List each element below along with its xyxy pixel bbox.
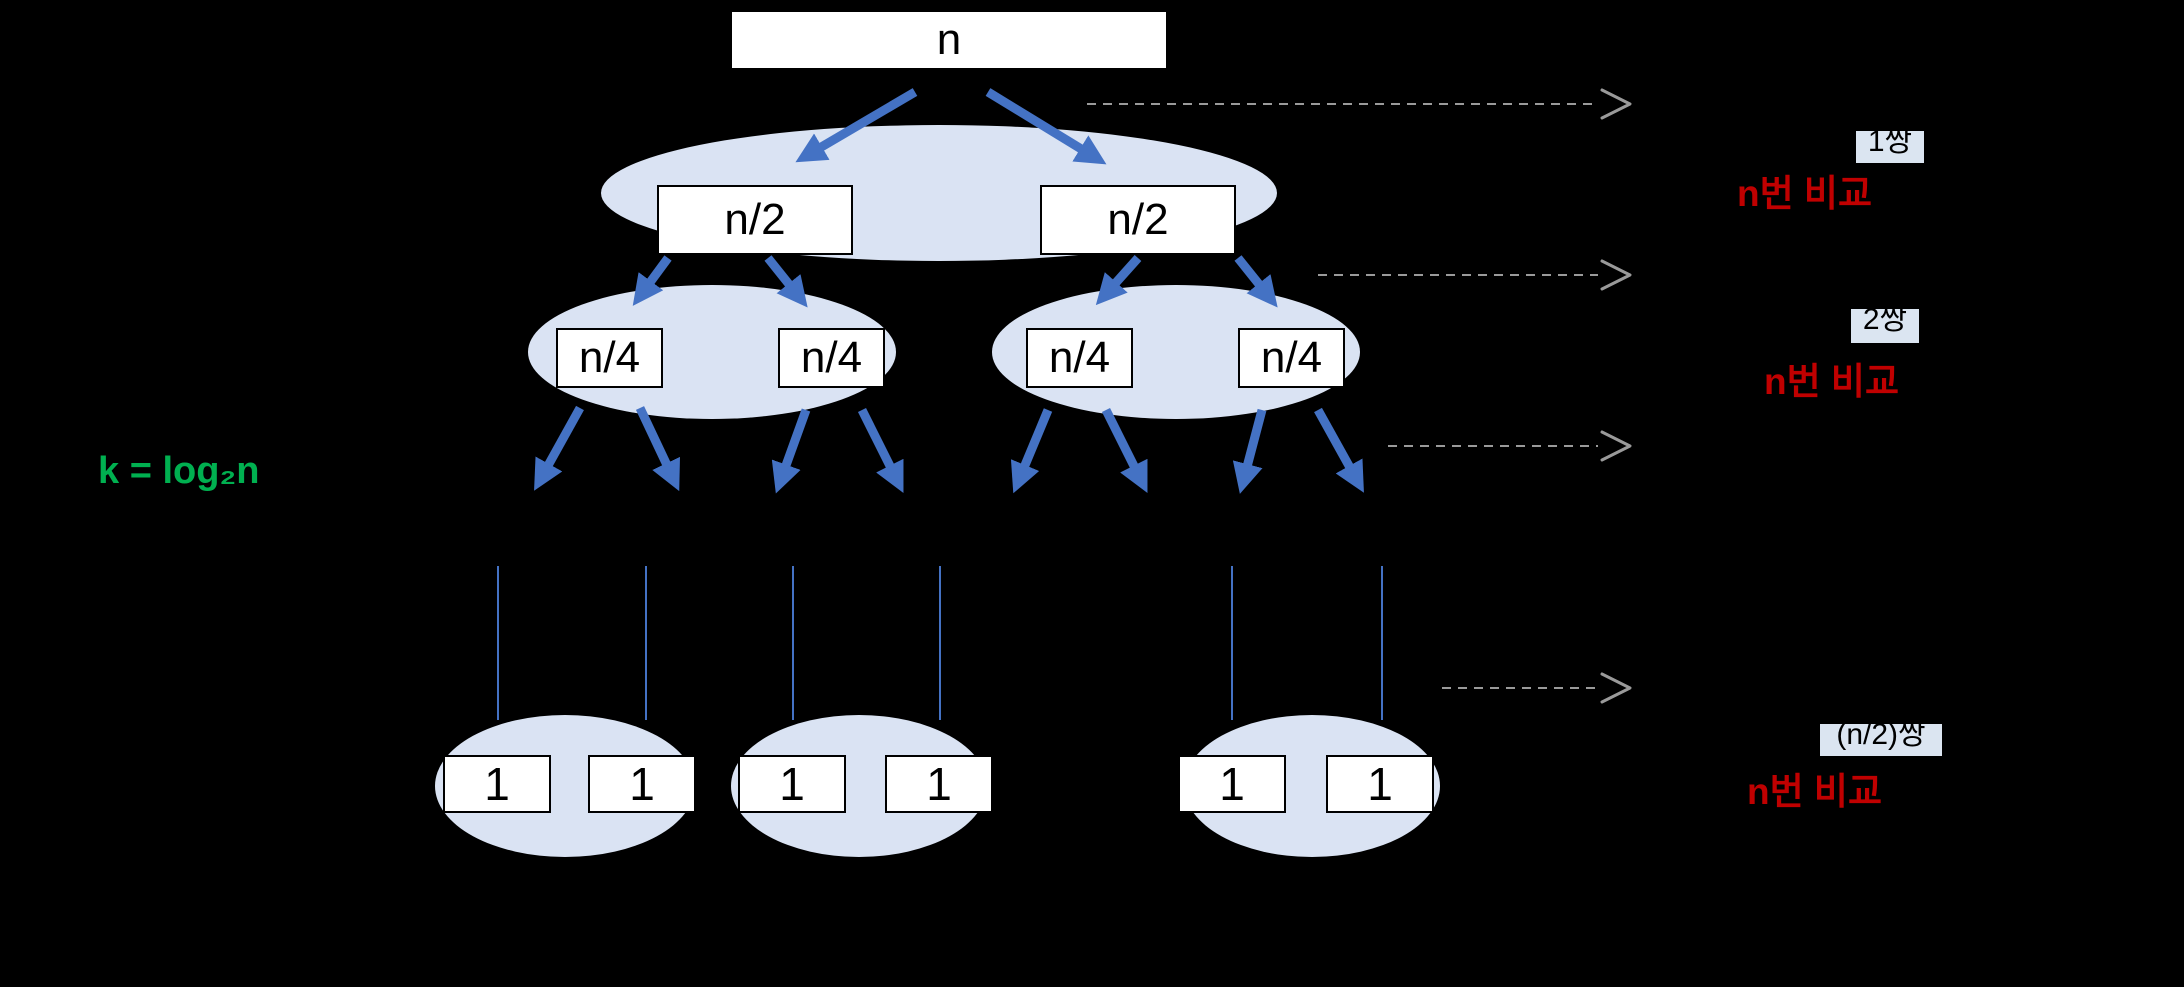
tree-node-leaf-3: 1 [738,755,846,813]
split-arrow-n4d-left [1232,408,1267,494]
tree-node-leaf-5: 1 [1178,755,1286,813]
split-arrow-n2b-right [1234,255,1278,308]
comparison-count-label-2: n번 비교 [1764,361,1900,402]
tree-node-n2-right: n/2 [1040,185,1236,255]
split-arrow-n2a-left [632,255,672,306]
pair-count-label-1: 1쌍 [1856,131,1924,163]
comparison-count-label-3: n번 비교 [1747,771,1883,812]
tree-node-root: n [730,10,1168,70]
tree-node-leaf-4: 1 [885,755,993,813]
leaf-group-ellipse-2 [731,715,987,857]
split-arrow-n2b-left [1095,254,1142,306]
dashed-level-arrow-4-head-icon [1600,672,1632,704]
comparison-count-label-1: n번 비교 [1737,173,1873,214]
pair-count-text-1: 1쌍 [1867,131,1913,158]
leaf-group-ellipse-3 [1184,715,1440,857]
split-arrow-n4b-right [857,407,904,493]
dashed-level-arrow-3-head-icon [1600,430,1632,462]
split-arrow-n4d-right [1314,407,1364,493]
tree-node-leaf-2: 1 [588,755,696,813]
pair-count-label-3: (n/2)쌍 [1820,724,1942,756]
split-arrow-n2a-right [764,255,808,308]
split-arrow-n4a-left [534,405,584,491]
tree-node-n4-3: n/4 [1026,328,1133,388]
tree-node-n4-4: n/4 [1238,328,1345,388]
dashed-level-arrow-1-head-icon [1600,88,1632,120]
pair-count-text-3: (n/2)쌍 [1836,724,1926,751]
tree-node-leaf-6: 1 [1326,755,1434,813]
pair-count-text-2: 2쌍 [1862,309,1908,336]
split-arrow-n4c-right [1101,407,1148,493]
pair-count-label-2: 2쌍 [1851,309,1919,343]
depth-formula: k = log₂n [98,450,260,492]
split-arrow-n4b-left [771,408,811,494]
split-arrow-root-left [795,88,918,163]
split-arrow-root-right [985,88,1107,165]
tree-node-n4-1: n/4 [556,328,663,388]
split-arrow-n4a-right [635,406,680,492]
dashed-level-arrow-2-head-icon [1600,259,1632,291]
leaf-group-ellipse-1 [435,715,695,857]
tree-node-n2-left: n/2 [657,185,853,255]
split-arrow-n4c-left [1010,408,1053,494]
tree-node-n4-2: n/4 [778,328,885,388]
tree-node-leaf-1: 1 [443,755,551,813]
